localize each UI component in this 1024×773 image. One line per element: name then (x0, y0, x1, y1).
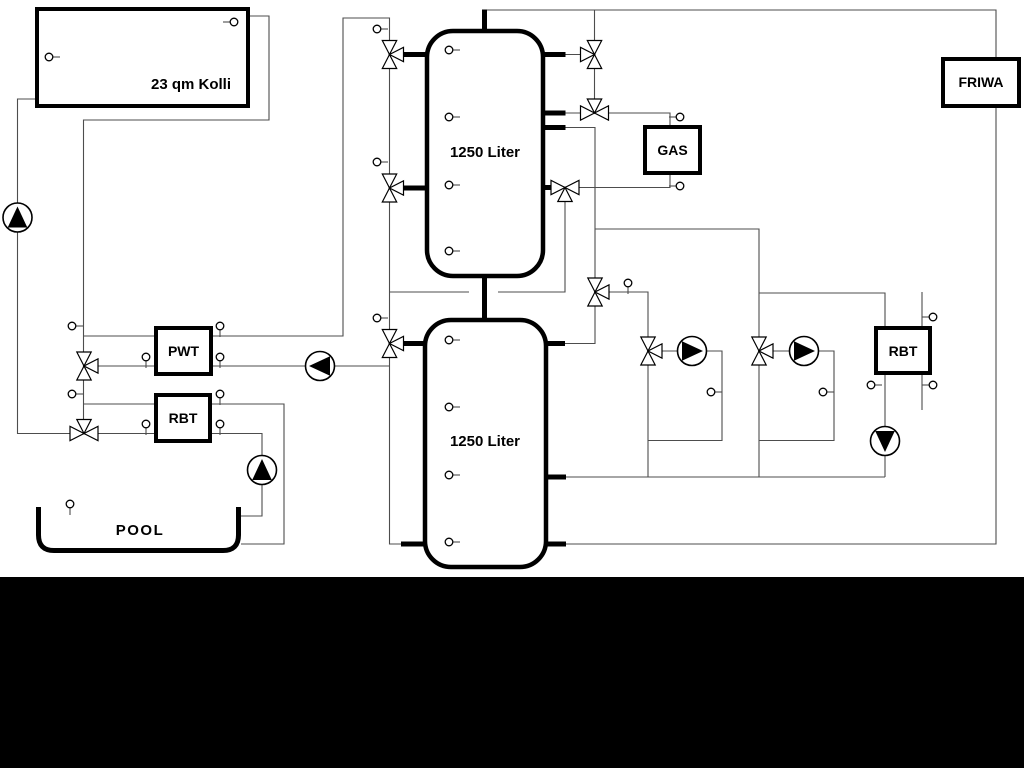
bottom-black-bar (0, 577, 1024, 768)
pipe-gas-return (565, 173, 671, 189)
pipe-circuit2-feed (595, 228, 760, 477)
buffer-tank-lower-label: 1250 Liter (450, 433, 520, 450)
buffer-tank-lower (422, 317, 549, 570)
pump-circuit1 (676, 335, 708, 367)
pipe-tank-left-column (388, 54, 402, 545)
pipe-rbt-pool-return (211, 403, 285, 545)
pipe-solar-return (16, 98, 70, 435)
pipe-pwt-secondary-top (211, 17, 391, 337)
solar-collector-box (35, 7, 250, 108)
fresh-water-station-box (941, 57, 1021, 108)
pipe-circuit1-feed (595, 291, 649, 477)
heat-exchanger-rbt-left-label: RBT (169, 410, 198, 426)
tank-stubs (401, 9, 566, 547)
pump-pool (246, 454, 278, 486)
heat-exchanger-rbt-right-box (874, 326, 932, 375)
heat-exchanger-rbt-left-box (154, 393, 212, 443)
buffer-tank-upper (424, 28, 546, 279)
pipe-solar-flow (82, 15, 270, 434)
gas-boiler-label: GAS (657, 142, 687, 158)
heat-exchanger-pwt-label: PWT (168, 343, 200, 359)
pipe-tank-middle-link-b (498, 187, 566, 293)
pump-circuit2 (788, 335, 820, 367)
solar-collector-label: 23 qm Kolli (151, 76, 231, 93)
pool-label: POOL (116, 522, 165, 539)
pump-pwt (304, 350, 336, 382)
pump-rbt-right (869, 425, 901, 457)
pipe-friwa-loop (484, 9, 997, 545)
pipe-rbt-right-feed (759, 292, 886, 328)
heat-exchanger-rbt-right-label: RBT (889, 343, 918, 359)
fresh-water-station-label: FRIWA (958, 74, 1003, 90)
pool-basin (36, 507, 241, 553)
gas-boiler-box (643, 125, 702, 175)
components: 23 qm Kolli 1250 Liter 1250 Liter PWT RB… (35, 7, 1021, 570)
pump-solar (2, 202, 33, 233)
pipe-valve-column-main (565, 126, 596, 292)
pipe-valve4-bottom (565, 306, 596, 345)
buffer-tank-upper-label: 1250 Liter (450, 144, 520, 161)
heat-exchanger-pwt-box (154, 326, 213, 376)
